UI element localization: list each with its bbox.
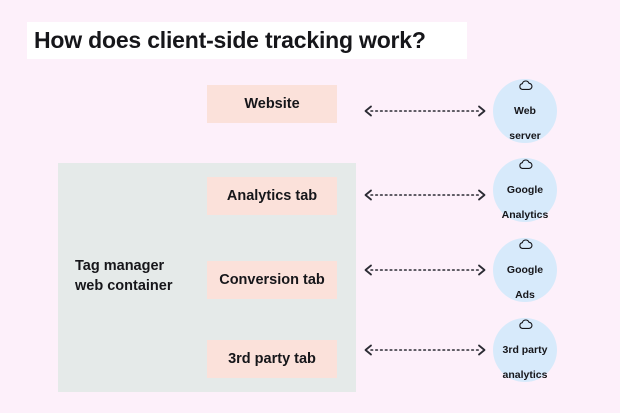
third-party-tab-label: 3rd party tab	[228, 351, 316, 367]
endpoint-google-ads[interactable]: Google Ads	[493, 238, 557, 302]
third-party-tab-box[interactable]: 3rd party tab	[207, 340, 337, 378]
website-box[interactable]: Website	[207, 85, 337, 123]
endpoint-third-party-analytics-label: 3rd party analytics	[503, 332, 548, 382]
analytics-tab-box[interactable]: Analytics tab	[207, 177, 337, 215]
connector-website-to-web-server	[362, 104, 488, 118]
endpoint-label-line-1: Web	[514, 105, 536, 117]
cloud-icon	[518, 318, 533, 330]
endpoint-google-ads-label: Google Ads	[507, 252, 543, 302]
endpoint-google-analytics[interactable]: Google Analytics	[493, 158, 557, 222]
endpoint-google-analytics-label: Google Analytics	[502, 172, 549, 222]
connector-analytics-tab-to-google-analytics	[362, 188, 488, 202]
cloud-icon	[518, 238, 533, 250]
dotted-double-arrow-icon	[364, 344, 486, 356]
endpoint-label-line-2: server	[509, 130, 541, 142]
dotted-double-arrow-icon	[364, 105, 486, 117]
endpoint-third-party-analytics[interactable]: 3rd party analytics	[493, 318, 557, 382]
cloud-icon	[518, 158, 533, 170]
endpoint-label-line-2: Ads	[515, 289, 535, 301]
website-box-label: Website	[244, 96, 300, 112]
title-band: How does client-side tracking work?	[27, 22, 467, 59]
connector-conversion-tab-to-google-ads	[362, 263, 488, 277]
container-label-line-2: web container	[75, 278, 173, 294]
endpoint-label-line-2: analytics	[502, 369, 548, 381]
dotted-double-arrow-icon	[364, 264, 486, 276]
container-label-line-1: Tag manager	[75, 258, 165, 274]
endpoint-label-line-1: Google	[506, 264, 544, 276]
cloud-icon	[518, 79, 533, 91]
endpoint-web-server[interactable]: Web server	[493, 79, 557, 143]
endpoint-web-server-label: Web server	[509, 93, 541, 143]
tag-manager-container-label: Tag manager web container	[75, 256, 200, 296]
endpoint-label-line-2: Analytics	[501, 209, 549, 221]
analytics-tab-label: Analytics tab	[226, 188, 318, 204]
conversion-tab-label: Conversion tab	[219, 272, 325, 288]
endpoint-label-line-1: 3rd party	[502, 344, 548, 356]
dotted-double-arrow-icon	[364, 189, 486, 201]
conversion-tab-box[interactable]: Conversion tab	[207, 261, 337, 299]
connector-third-party-tab-to-third-party-analytics	[362, 343, 488, 357]
page-title: How does client-side tracking work?	[34, 27, 426, 53]
endpoint-label-line-1: Google	[506, 184, 544, 196]
